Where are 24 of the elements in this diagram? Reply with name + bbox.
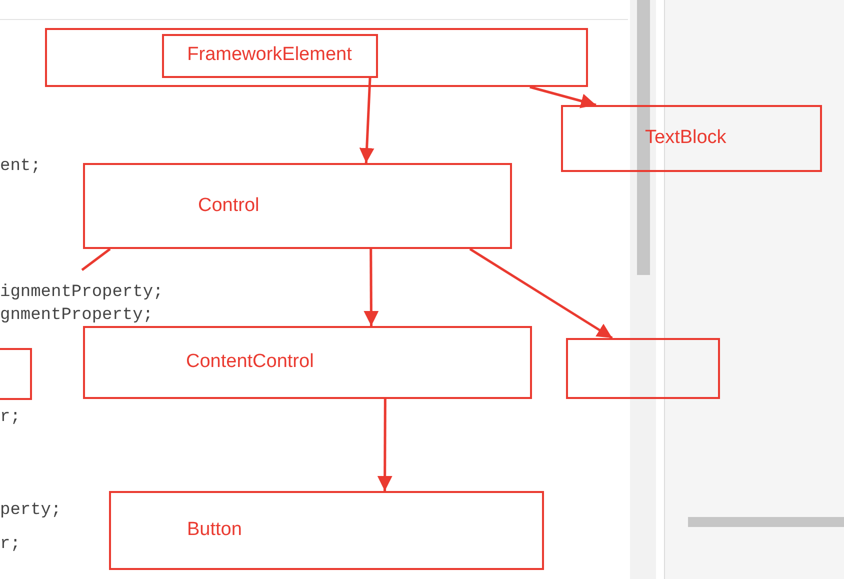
class-box: [109, 491, 544, 570]
class-name: Button: [187, 518, 242, 542]
empty-box: [45, 28, 588, 87]
empty-box: [566, 338, 720, 399]
arrow: [359, 78, 374, 164]
code-text: gnmentProperty;: [0, 307, 154, 324]
code-text: r;: [0, 409, 20, 426]
class-name: FrameworkElement: [187, 43, 352, 68]
class-box: [83, 163, 512, 249]
arrow: [377, 399, 392, 491]
arrow: [469, 248, 613, 340]
class-name: Control: [198, 194, 260, 218]
arrow: [530, 86, 596, 108]
empty-box: [0, 348, 32, 400]
arrow: [364, 249, 379, 326]
class-name: TextBlock: [645, 126, 726, 150]
class-box: [162, 34, 378, 78]
code-text: r;: [0, 536, 20, 553]
class-box: [561, 105, 822, 172]
class-box: [83, 326, 532, 399]
class-name: ContentControl: [186, 350, 314, 374]
code-text: ignmentProperty;: [0, 284, 164, 301]
code-text: ent;: [0, 158, 41, 175]
code-text: perty;: [0, 502, 62, 519]
